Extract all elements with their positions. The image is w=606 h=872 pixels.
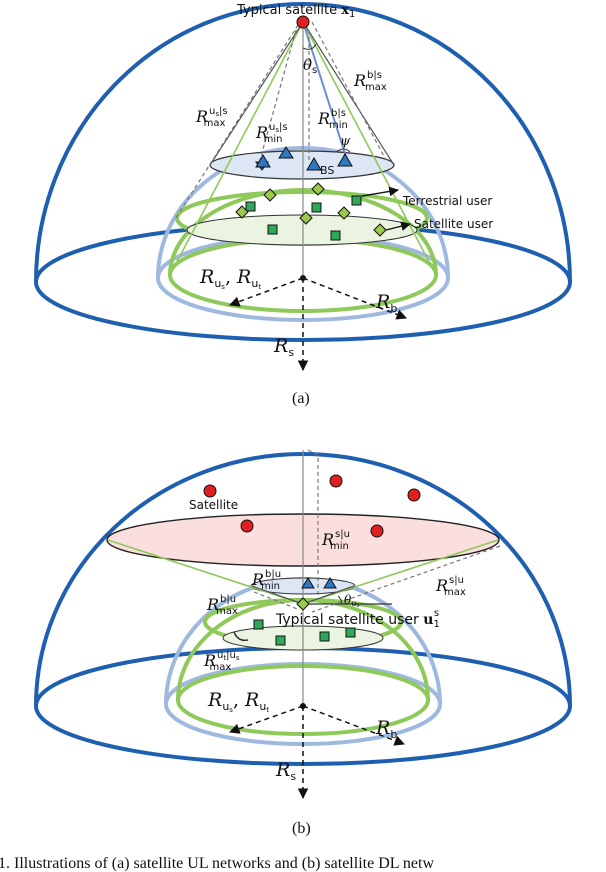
typical-satellite [296,15,310,29]
r-s-label: Rs [273,335,294,359]
satellite-dot [329,474,343,488]
theta-arc [302,43,317,50]
bs-triangle [306,157,322,171]
rmin-su-bracket [307,449,319,600]
satellite-user-square [245,201,256,212]
r-s-label: Rs [275,759,296,783]
terrestrial-user-diamond [235,205,249,219]
cone-green-left [107,539,304,605]
terrestrial-pointer [361,186,399,197]
satellite-dot [203,484,217,498]
terrestrial-user-diamond [311,182,325,196]
bs-plane [209,150,395,180]
typical-user-label: Typical satellite user u1s [275,608,440,630]
satellite-user-pointer [385,221,411,231]
earth-center [300,703,306,709]
panel-a: Typical satellite x1 θs ψ BS Terrestrial… [34,2,572,407]
r-us-ut-label: Rus, Rut [207,689,269,714]
panel-a-caption: (a) [292,390,310,407]
rmax-bu-bracket [253,591,301,611]
satellite-dot [240,519,254,533]
figure-caption: 1. Illustrations of (a) satellite UL net… [0,855,434,872]
satellite-user-label: Satellite user [414,217,493,231]
cone-grey-right [302,21,395,166]
rmax-bs-bracket [311,21,387,161]
outer-sphere-arc [34,2,572,283]
cone-grey-left [251,585,304,605]
satellite-user-square [275,635,286,646]
typical-satellite-title: Typical satellite x1 [236,3,355,20]
bs-line-blue [302,21,348,161]
r-us-ut-label: Rus, Rut [199,266,261,291]
satellite-user-square [345,627,356,638]
terrestrial-user-diamond [263,188,277,202]
satellite-user-square [351,195,362,206]
r-b-label: Rb [375,717,397,741]
bs-triangle [278,146,294,159]
user-plane-lower [186,214,418,246]
terrestrial-user-diamond [373,223,387,237]
satellite-user-square [319,631,330,642]
radius-u-line [229,705,304,734]
bs-label: BS [320,164,334,177]
cone-grey-left [209,21,304,166]
theta-u-arc [337,595,343,605]
terrestrial-user-diamond [337,206,351,220]
satellite-user-square [253,619,264,630]
bs-triangle [337,153,353,167]
psi-label: ψ [340,134,351,149]
psi-arc [335,148,351,153]
satellite-label: Satellite [189,498,238,512]
satellite-user-square [330,230,341,241]
satellite-dot [407,488,421,502]
bs-triangle [301,577,315,589]
cone-green-right [302,539,499,605]
theta-u-label: θus [344,593,359,609]
bs-triangle [323,577,337,589]
theta-s-label: θs [303,56,317,76]
satellite-dot [370,524,384,538]
radius-b-line [302,277,407,320]
satellite-user-square [311,202,322,213]
rmax-us-bracket [175,24,299,219]
cone-grey-right [302,585,355,605]
cone-green-right [302,21,437,276]
rmax-utu-arc [233,631,249,642]
rmax-su-bracket [311,545,501,613]
typical-user-diamond [296,597,310,611]
r-b-label: Rb [375,291,397,315]
cone-green-left [169,21,304,276]
terrestrial-user-label: Terrestrial user [402,194,492,208]
rmin-us-bracket [259,29,297,161]
panel-b-caption: (b) [292,820,311,837]
terrestrial-user-diamond [299,211,313,225]
satellite-user-square [267,224,278,235]
bs-triangle [255,154,271,168]
earth-center [300,275,306,281]
radius-u-line [229,277,304,307]
